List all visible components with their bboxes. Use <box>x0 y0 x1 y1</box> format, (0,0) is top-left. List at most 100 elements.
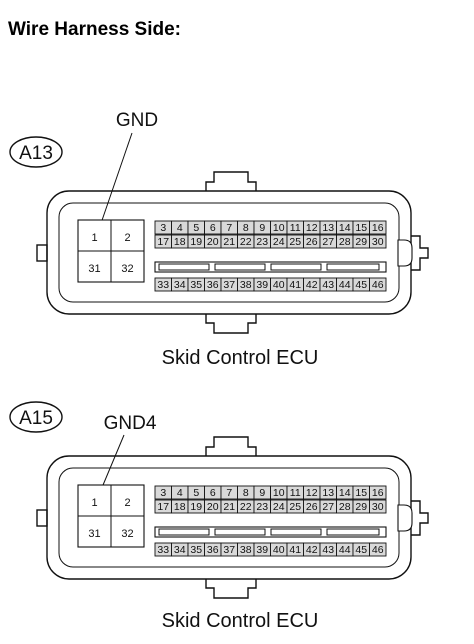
pin-31: 31 <box>88 528 100 540</box>
pin-36: 36 <box>207 279 219 291</box>
pin-10: 10 <box>273 487 285 499</box>
connector-bottom-tab <box>205 579 257 599</box>
pin-16: 16 <box>372 222 384 234</box>
pin-23: 23 <box>256 236 268 248</box>
connector-id-badge <box>9 136 63 168</box>
connector-right-key <box>411 500 429 536</box>
connector-left-key <box>36 509 48 527</box>
terminal-label-gnd: GND <box>116 110 158 131</box>
pin-33: 33 <box>157 544 169 556</box>
pin-45: 45 <box>355 279 367 291</box>
pin-37: 37 <box>223 279 235 291</box>
pin-32: 32 <box>121 528 133 540</box>
pin-40: 40 <box>273 279 285 291</box>
pin-12: 12 <box>306 487 318 499</box>
pin-16: 16 <box>372 487 384 499</box>
pin-39: 39 <box>256 544 268 556</box>
pin-6: 6 <box>210 487 216 499</box>
connector-right-lock <box>397 504 413 532</box>
pin-37: 37 <box>223 544 235 556</box>
pin-cell <box>369 485 387 500</box>
pin-7: 7 <box>226 222 232 234</box>
pin-1: 1 <box>91 232 97 244</box>
pin-3: 3 <box>160 487 166 499</box>
slot-1 <box>158 263 210 271</box>
pin-17: 17 <box>157 236 169 248</box>
terminal-label-gnd4: GND4 <box>104 413 157 434</box>
pin-21: 21 <box>223 501 235 513</box>
pin-29: 29 <box>355 501 367 513</box>
pin-26: 26 <box>306 236 318 248</box>
pin-22: 22 <box>240 501 252 513</box>
connector-right-lock <box>397 239 413 267</box>
pin-22: 22 <box>240 236 252 248</box>
pin-32: 32 <box>121 263 133 275</box>
page-heading: Wire Harness Side: <box>8 19 181 40</box>
pin-4: 4 <box>177 222 183 234</box>
pin-40: 40 <box>273 544 285 556</box>
pin-8: 8 <box>243 487 249 499</box>
pin-12: 12 <box>306 222 318 234</box>
pin-11: 11 <box>290 222 301 234</box>
connector-top-latch <box>205 436 257 456</box>
slot-3 <box>270 528 322 536</box>
pin-10: 10 <box>273 222 285 234</box>
pin-1: 1 <box>91 497 97 509</box>
pin-cell <box>369 220 387 235</box>
pin-44: 44 <box>339 279 351 291</box>
pin-33: 33 <box>157 279 169 291</box>
pin-36: 36 <box>207 544 219 556</box>
pin-23: 23 <box>256 501 268 513</box>
connector-id-badge <box>9 401 63 433</box>
slot-2 <box>214 528 266 536</box>
pin-42: 42 <box>306 544 318 556</box>
pin-11: 11 <box>290 487 301 499</box>
pin-cell <box>369 277 387 292</box>
pin-34: 34 <box>174 544 186 556</box>
pin-45: 45 <box>355 544 367 556</box>
pin-42: 42 <box>306 279 318 291</box>
terminal-leader-line <box>97 132 133 233</box>
pin-15: 15 <box>355 222 367 234</box>
pin-18: 18 <box>174 501 186 513</box>
pin-2: 2 <box>124 497 130 509</box>
pin-5: 5 <box>193 222 199 234</box>
connector-id: A15 <box>19 408 53 429</box>
pin-21: 21 <box>223 236 235 248</box>
pin-38: 38 <box>240 544 252 556</box>
pin-13: 13 <box>322 222 334 234</box>
pin-cell <box>369 234 387 249</box>
pin-34: 34 <box>174 279 186 291</box>
pin-18: 18 <box>174 236 186 248</box>
slot-4 <box>326 263 380 271</box>
pin-24: 24 <box>273 236 285 248</box>
pin-31: 31 <box>88 263 100 275</box>
pin-30: 30 <box>372 236 384 248</box>
pin-43: 43 <box>322 279 334 291</box>
pin-30: 30 <box>372 501 384 513</box>
pin-5: 5 <box>193 487 199 499</box>
pin-9: 9 <box>259 487 265 499</box>
pin-14: 14 <box>339 487 351 499</box>
pin-8: 8 <box>243 222 249 234</box>
pin-41: 41 <box>289 544 301 556</box>
pin-15: 15 <box>355 487 367 499</box>
pin-19: 19 <box>190 501 202 513</box>
pin-46: 46 <box>372 544 384 556</box>
slot-1 <box>158 528 210 536</box>
pin-13: 13 <box>322 487 334 499</box>
connector-top-latch <box>205 171 257 191</box>
pin-7: 7 <box>226 487 232 499</box>
pin-17: 17 <box>157 501 169 513</box>
ecu-label: Skid Control ECU <box>162 347 319 369</box>
pin-cell <box>369 542 387 557</box>
pin-19: 19 <box>190 236 202 248</box>
connector-left-key <box>36 244 48 262</box>
pin-28: 28 <box>339 501 351 513</box>
pin-2: 2 <box>124 232 130 244</box>
pin-9: 9 <box>259 222 265 234</box>
